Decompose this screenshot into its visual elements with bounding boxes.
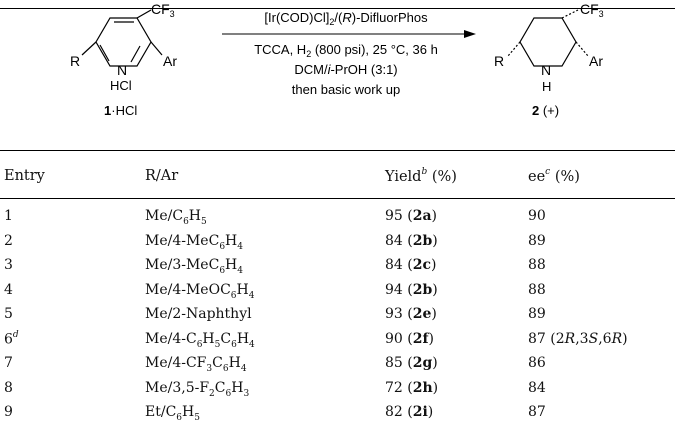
cell-ee: 87 (2R,3S,6R): [528, 330, 628, 347]
cell-r-ar: Me/C6H5: [145, 208, 207, 227]
cell-yield: 85 (2g): [385, 355, 438, 371]
cell-yield: 72 (2h): [385, 379, 439, 396]
cell-entry: 4: [4, 281, 13, 298]
cell-r-ar: Me/4-MeC6H4: [145, 232, 243, 252]
cell-ee: 88: [528, 257, 546, 273]
cell-ee: 89: [528, 306, 546, 322]
product-r: R: [494, 53, 504, 69]
cell-yield: 90 (2f): [385, 330, 434, 347]
cell-ee: 88: [528, 281, 546, 298]
cell-ee: 90: [528, 208, 546, 224]
cell-ee: 84: [528, 379, 546, 396]
cell-yield: 95 (2a): [385, 208, 438, 224]
cell-entry: 6d: [4, 329, 19, 348]
cell-entry: 1: [4, 208, 13, 224]
reactant-n: N: [117, 62, 127, 78]
cell-yield: 84 (2b): [385, 232, 438, 249]
cell-r-ar: Me/4-CF3C6H4: [145, 355, 247, 374]
conditions-line-3: DCM/i-PrOH (3:1): [294, 62, 397, 77]
product-h: H: [542, 79, 551, 94]
cell-r-ar: Et/C6H5: [145, 404, 200, 423]
table-header-top-rule: [0, 150, 675, 151]
product-n: N: [541, 62, 551, 78]
reactant-cf3: CF3: [151, 1, 175, 19]
cell-entry: 8: [4, 379, 13, 396]
cell-r-ar: Me/3,5-F2C6H3: [145, 379, 250, 399]
conditions-line-1: [Ir(COD)Cl]2/(R)-DifluorPhos: [264, 10, 428, 27]
cell-ee: 86: [528, 355, 546, 371]
cell-yield: 84 (2c): [385, 257, 437, 273]
table-top-rule: [0, 8, 675, 9]
cell-ee: 87: [528, 404, 546, 420]
conditions-line-2: TCCA, H2 (800 psi), 25 °C, 36 h: [254, 42, 438, 59]
reactant-r: R: [70, 53, 80, 69]
cell-ee: 89: [528, 232, 546, 249]
header-entry: Entry: [4, 168, 45, 184]
header-r-ar: R/Ar: [145, 168, 179, 184]
product-structure: [507, 9, 589, 67]
product-cf3: CF3: [580, 1, 604, 19]
cell-r-ar: Me/3-MeC6H4: [145, 257, 243, 276]
table-header-bottom-rule: [0, 198, 675, 199]
product-label: 2 (+): [532, 103, 559, 118]
cell-entry: 9: [4, 404, 13, 420]
reaction-arrowhead: [464, 30, 476, 38]
cell-entry: 5: [4, 306, 13, 322]
cell-entry: 3: [4, 257, 13, 273]
cell-yield: 93 (2e): [385, 306, 437, 322]
header-ee: eec (%): [528, 167, 580, 185]
cell-yield: 82 (2i): [385, 404, 434, 420]
reaction-scheme: CF3 Ar R N HCl 1·HCl [Ir(COD)Cl]2/(R)-Di…: [70, 1, 604, 118]
cell-r-ar: Me/4-MeOC6H4: [145, 281, 255, 301]
reactant-hcl: HCl: [110, 78, 132, 93]
reactant-label: 1·HCl: [104, 103, 137, 118]
reactant-ar: Ar: [163, 53, 177, 69]
cell-yield: 94 (2b): [385, 281, 438, 298]
reactant-structure: [81, 9, 163, 67]
conditions-line-4: then basic work up: [292, 82, 400, 97]
cell-entry: 7: [4, 355, 13, 371]
cell-r-ar: Me/2-Naphthyl: [145, 306, 252, 322]
product-ar: Ar: [589, 53, 603, 69]
header-yield: Yieldb (%): [385, 167, 457, 185]
cell-entry: 2: [4, 232, 13, 249]
cell-r-ar: Me/4-C6H5C6H4: [145, 330, 255, 350]
